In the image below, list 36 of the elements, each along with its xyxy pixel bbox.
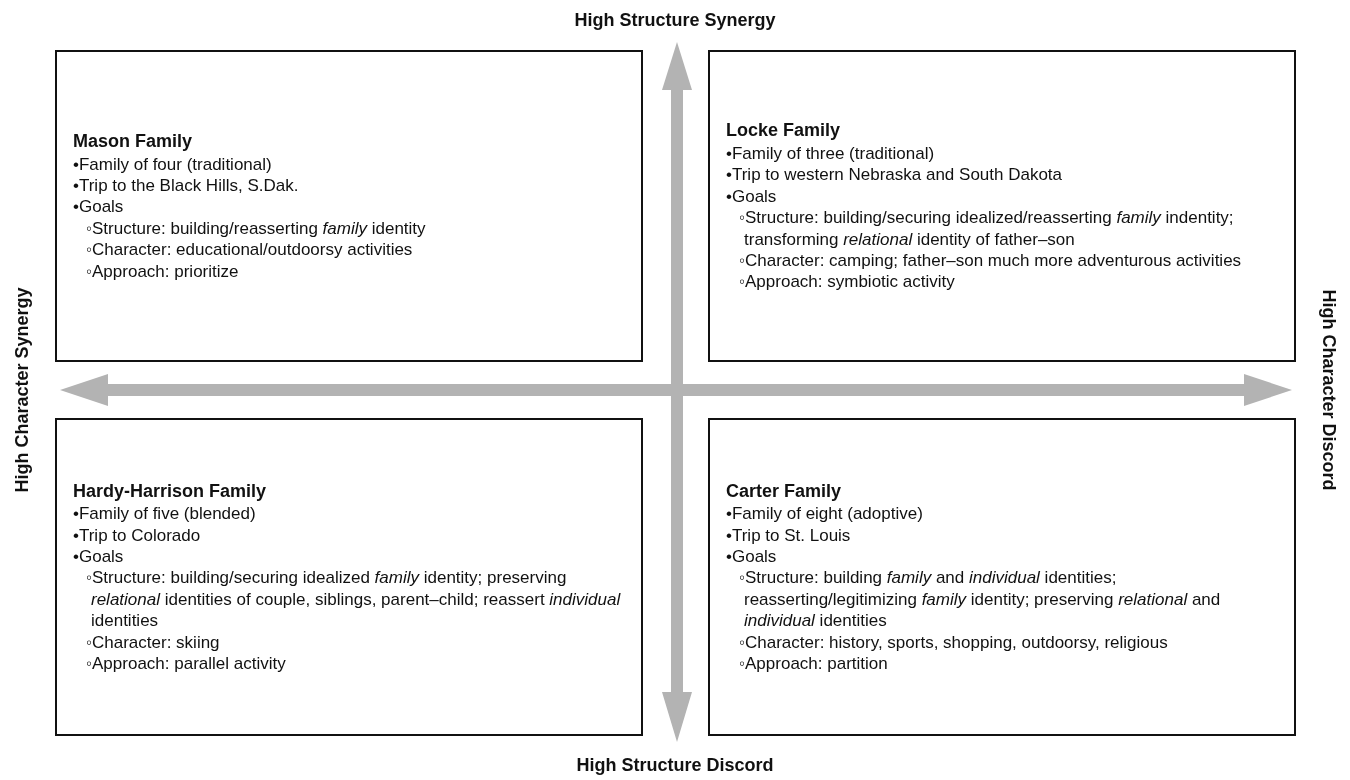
quadrant-box: [55, 50, 643, 362]
bullet-item: •Goals: [726, 546, 778, 568]
family-heading: Locke Family: [726, 119, 842, 142]
bullet-item: •Family of eight (adoptive): [726, 503, 924, 525]
axis-label: High Character Synergy: [11, 287, 33, 493]
bullet-item: •Family of three (traditional): [726, 142, 936, 165]
sub-bullet-item: ◦Approach: symbiotic activity: [738, 271, 956, 293]
bullet-item: •Family of four (traditional): [73, 153, 273, 175]
bullet-item: •Trip to St. Louis: [726, 524, 852, 546]
bullet-item: •Trip to Colorado: [73, 524, 202, 546]
quadrant-box: [708, 50, 1296, 362]
sub-bullet-item: ◦Structure: building family and individual identities; reasserting/legitimizing family identity; preserving relational and individual identities: [738, 567, 1222, 632]
family-heading: Hardy-Harrison Family: [73, 479, 268, 503]
axis-label: High Character Discord: [1317, 289, 1339, 491]
sub-bullet-item: ◦Approach: prioritize: [85, 260, 240, 283]
bullet-item: •Trip to the Black Hills, S.Dak.: [73, 175, 300, 197]
sub-bullet-item: ◦Character: skiing: [85, 631, 221, 654]
sub-bullet-item: ◦Structure: building/securing idealized/reasserting family indentity; transforming relational identity of father–son: [738, 207, 1235, 250]
bullet-item: •Trip to western Nebraska and South Dakota: [726, 164, 1064, 186]
family-heading: Carter Family: [726, 479, 843, 503]
bullet-item: •Family of five (blended): [73, 503, 257, 525]
sub-bullet-item: ◦Structure: building/reasserting family identity: [85, 217, 427, 240]
quadrant-box: [55, 418, 643, 736]
sub-bullet-item: ◦Character: camping; father–son much more adventurous activities: [738, 249, 1243, 272]
axis-label: High Structure Discord: [575, 755, 775, 776]
sub-bullet-item: ◦Character: history, sports, shopping, outdoorsy, religious: [738, 631, 1169, 654]
bullet-item: •Goals: [73, 546, 125, 568]
sub-bullet-item: ◦Character: educational/outdoorsy activities: [85, 239, 414, 261]
family-heading: Mason Family: [73, 129, 194, 153]
sub-bullet-item: ◦Approach: partition: [738, 653, 889, 675]
sub-bullet-item: ◦Structure: building/securing idealized family identity; preserving relational identities of couple, siblings, parent–child; reassert individual identities: [85, 567, 622, 632]
bullet-item: •Goals: [726, 185, 778, 208]
sub-bullet-item: ◦Approach: parallel activity: [85, 653, 287, 675]
quadrant-box: [708, 418, 1296, 736]
axis-label: High Structure Synergy: [573, 10, 777, 31]
bullet-item: •Goals: [73, 196, 125, 218]
